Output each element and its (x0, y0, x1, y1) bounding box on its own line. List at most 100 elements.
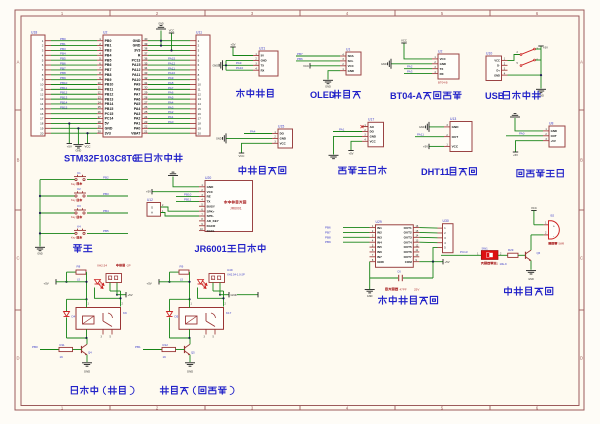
svg-text:VCC: VCC (531, 206, 537, 210)
svg-text:C6: C6 (397, 270, 401, 274)
svg-text:PC13: PC13 (132, 58, 141, 62)
svg-text:PB0: PB0 (105, 39, 112, 43)
svg-text:20: 20 (198, 131, 202, 135)
svg-text:6: 6 (536, 406, 539, 411)
svg-text:PA10: PA10 (168, 71, 175, 75)
svg-text:4: 4 (342, 53, 344, 56)
svg-text:PA5: PA5 (168, 96, 174, 100)
svg-text:16: 16 (40, 112, 44, 116)
svg-text:GND: GND (207, 185, 215, 189)
svg-text:K17: K17 (226, 311, 232, 315)
svg-text:GND: GND (367, 295, 373, 298)
svg-text:12: 12 (98, 91, 102, 95)
svg-text:AD_KEY: AD_KEY (207, 219, 219, 223)
svg-text:PB13: PB13 (60, 96, 68, 100)
svg-text:15: 15 (40, 107, 44, 111)
svg-text:GND: GND (216, 137, 222, 140)
svg-text:R: R (138, 53, 141, 57)
svg-text:VCC: VCC (280, 141, 287, 145)
svg-text:IN7: IN7 (377, 255, 382, 259)
svg-text:30: 30 (144, 86, 148, 90)
svg-text:K2: K2 (77, 187, 81, 191)
svg-text:PA4: PA4 (250, 129, 256, 133)
svg-text:14: 14 (98, 100, 102, 104)
svg-text:Key: Key (71, 198, 76, 202)
svg-text:VCC: VCC (303, 64, 309, 68)
svg-text:3: 3 (504, 68, 506, 71)
svg-text:GND: GND (348, 69, 354, 73)
svg-text:PA11: PA11 (417, 132, 424, 136)
svg-text:29: 29 (144, 91, 148, 95)
svg-text:VCC: VCC (348, 64, 355, 68)
svg-text:PB5: PB5 (103, 229, 109, 233)
svg-text:VCC: VCC (440, 57, 447, 61)
svg-text:2: 2 (504, 63, 506, 66)
svg-text:9: 9 (99, 76, 101, 80)
svg-text:Key: Key (71, 215, 76, 219)
svg-text:5V: 5V (105, 122, 110, 126)
svg-text:23: 23 (144, 120, 148, 124)
svg-text:D: D (580, 356, 583, 361)
svg-text:PA8: PA8 (168, 81, 174, 85)
svg-text:18: 18 (40, 122, 44, 126)
svg-text:VCC: VCC (452, 145, 459, 149)
svg-text:PB11: PB11 (184, 197, 191, 201)
svg-text:21: 21 (144, 129, 148, 133)
svg-text:PB4: PB4 (60, 52, 66, 56)
svg-text:1: 1 (99, 37, 101, 41)
svg-text:4: 4 (364, 139, 366, 142)
svg-text:PA4: PA4 (168, 100, 174, 104)
svg-text:17: 17 (40, 117, 44, 121)
svg-text:2: 2 (545, 133, 547, 136)
svg-text:PB0: PB0 (60, 37, 66, 41)
svg-text:PA3: PA3 (407, 70, 413, 74)
svg-text:K4: K4 (77, 225, 81, 229)
svg-text:PA11: PA11 (132, 73, 140, 77)
svg-text:12: 12 (198, 92, 202, 96)
svg-text:24: 24 (144, 115, 148, 119)
svg-text:1: 1 (61, 11, 64, 16)
svg-text:IN1: IN1 (377, 226, 382, 230)
svg-text:9: 9 (42, 78, 44, 82)
svg-text:OUT: OUT (452, 135, 459, 139)
svg-text:A: A (151, 211, 153, 215)
svg-text:OUT: OUT (551, 134, 557, 138)
svg-text:36: 36 (144, 56, 148, 60)
svg-text:15: 15 (198, 107, 202, 111)
svg-text:5: 5 (198, 58, 200, 62)
svg-text:PB5: PB5 (105, 58, 112, 62)
svg-text:3: 3 (342, 58, 344, 61)
svg-text:U10: U10 (486, 51, 492, 55)
svg-text:1: 1 (444, 226, 446, 230)
svg-text:5: 5 (42, 58, 44, 62)
svg-text:4: 4 (372, 240, 374, 243)
svg-text:RX: RX (440, 72, 444, 76)
svg-text:+: + (212, 277, 214, 280)
svg-text:PB6: PB6 (297, 57, 303, 61)
svg-text:37: 37 (144, 52, 148, 56)
svg-text:GND: GND (370, 135, 376, 139)
svg-text:PB6: PB6 (105, 63, 112, 67)
svg-text:10: 10 (198, 83, 202, 87)
svg-text:PB7: PB7 (325, 230, 331, 234)
svg-text:2: 2 (545, 232, 547, 235)
svg-text:RE: RE (207, 195, 211, 199)
svg-text:8: 8 (198, 73, 200, 77)
svg-text:GND: GND (158, 22, 164, 25)
svg-text:+5V: +5V (128, 293, 133, 297)
svg-text:SPK-: SPK- (207, 214, 214, 218)
svg-text:PA8: PA8 (134, 88, 141, 92)
svg-text:5: 5 (372, 244, 374, 247)
svg-text:VCC: VCC (207, 190, 214, 194)
svg-text:D4: D4 (72, 315, 76, 319)
svg-text:+5V: +5V (147, 281, 152, 285)
svg-text:+5V: +5V (543, 46, 548, 50)
svg-text:PB6: PB6 (325, 226, 331, 230)
svg-text:D5: D5 (175, 315, 179, 319)
svg-text:7: 7 (372, 254, 374, 257)
svg-text:3: 3 (204, 336, 206, 339)
svg-text:PB14: PB14 (105, 102, 114, 106)
svg-text:PA5: PA5 (134, 102, 141, 106)
svg-text:3: 3 (201, 194, 203, 197)
svg-text:11: 11 (416, 249, 419, 252)
